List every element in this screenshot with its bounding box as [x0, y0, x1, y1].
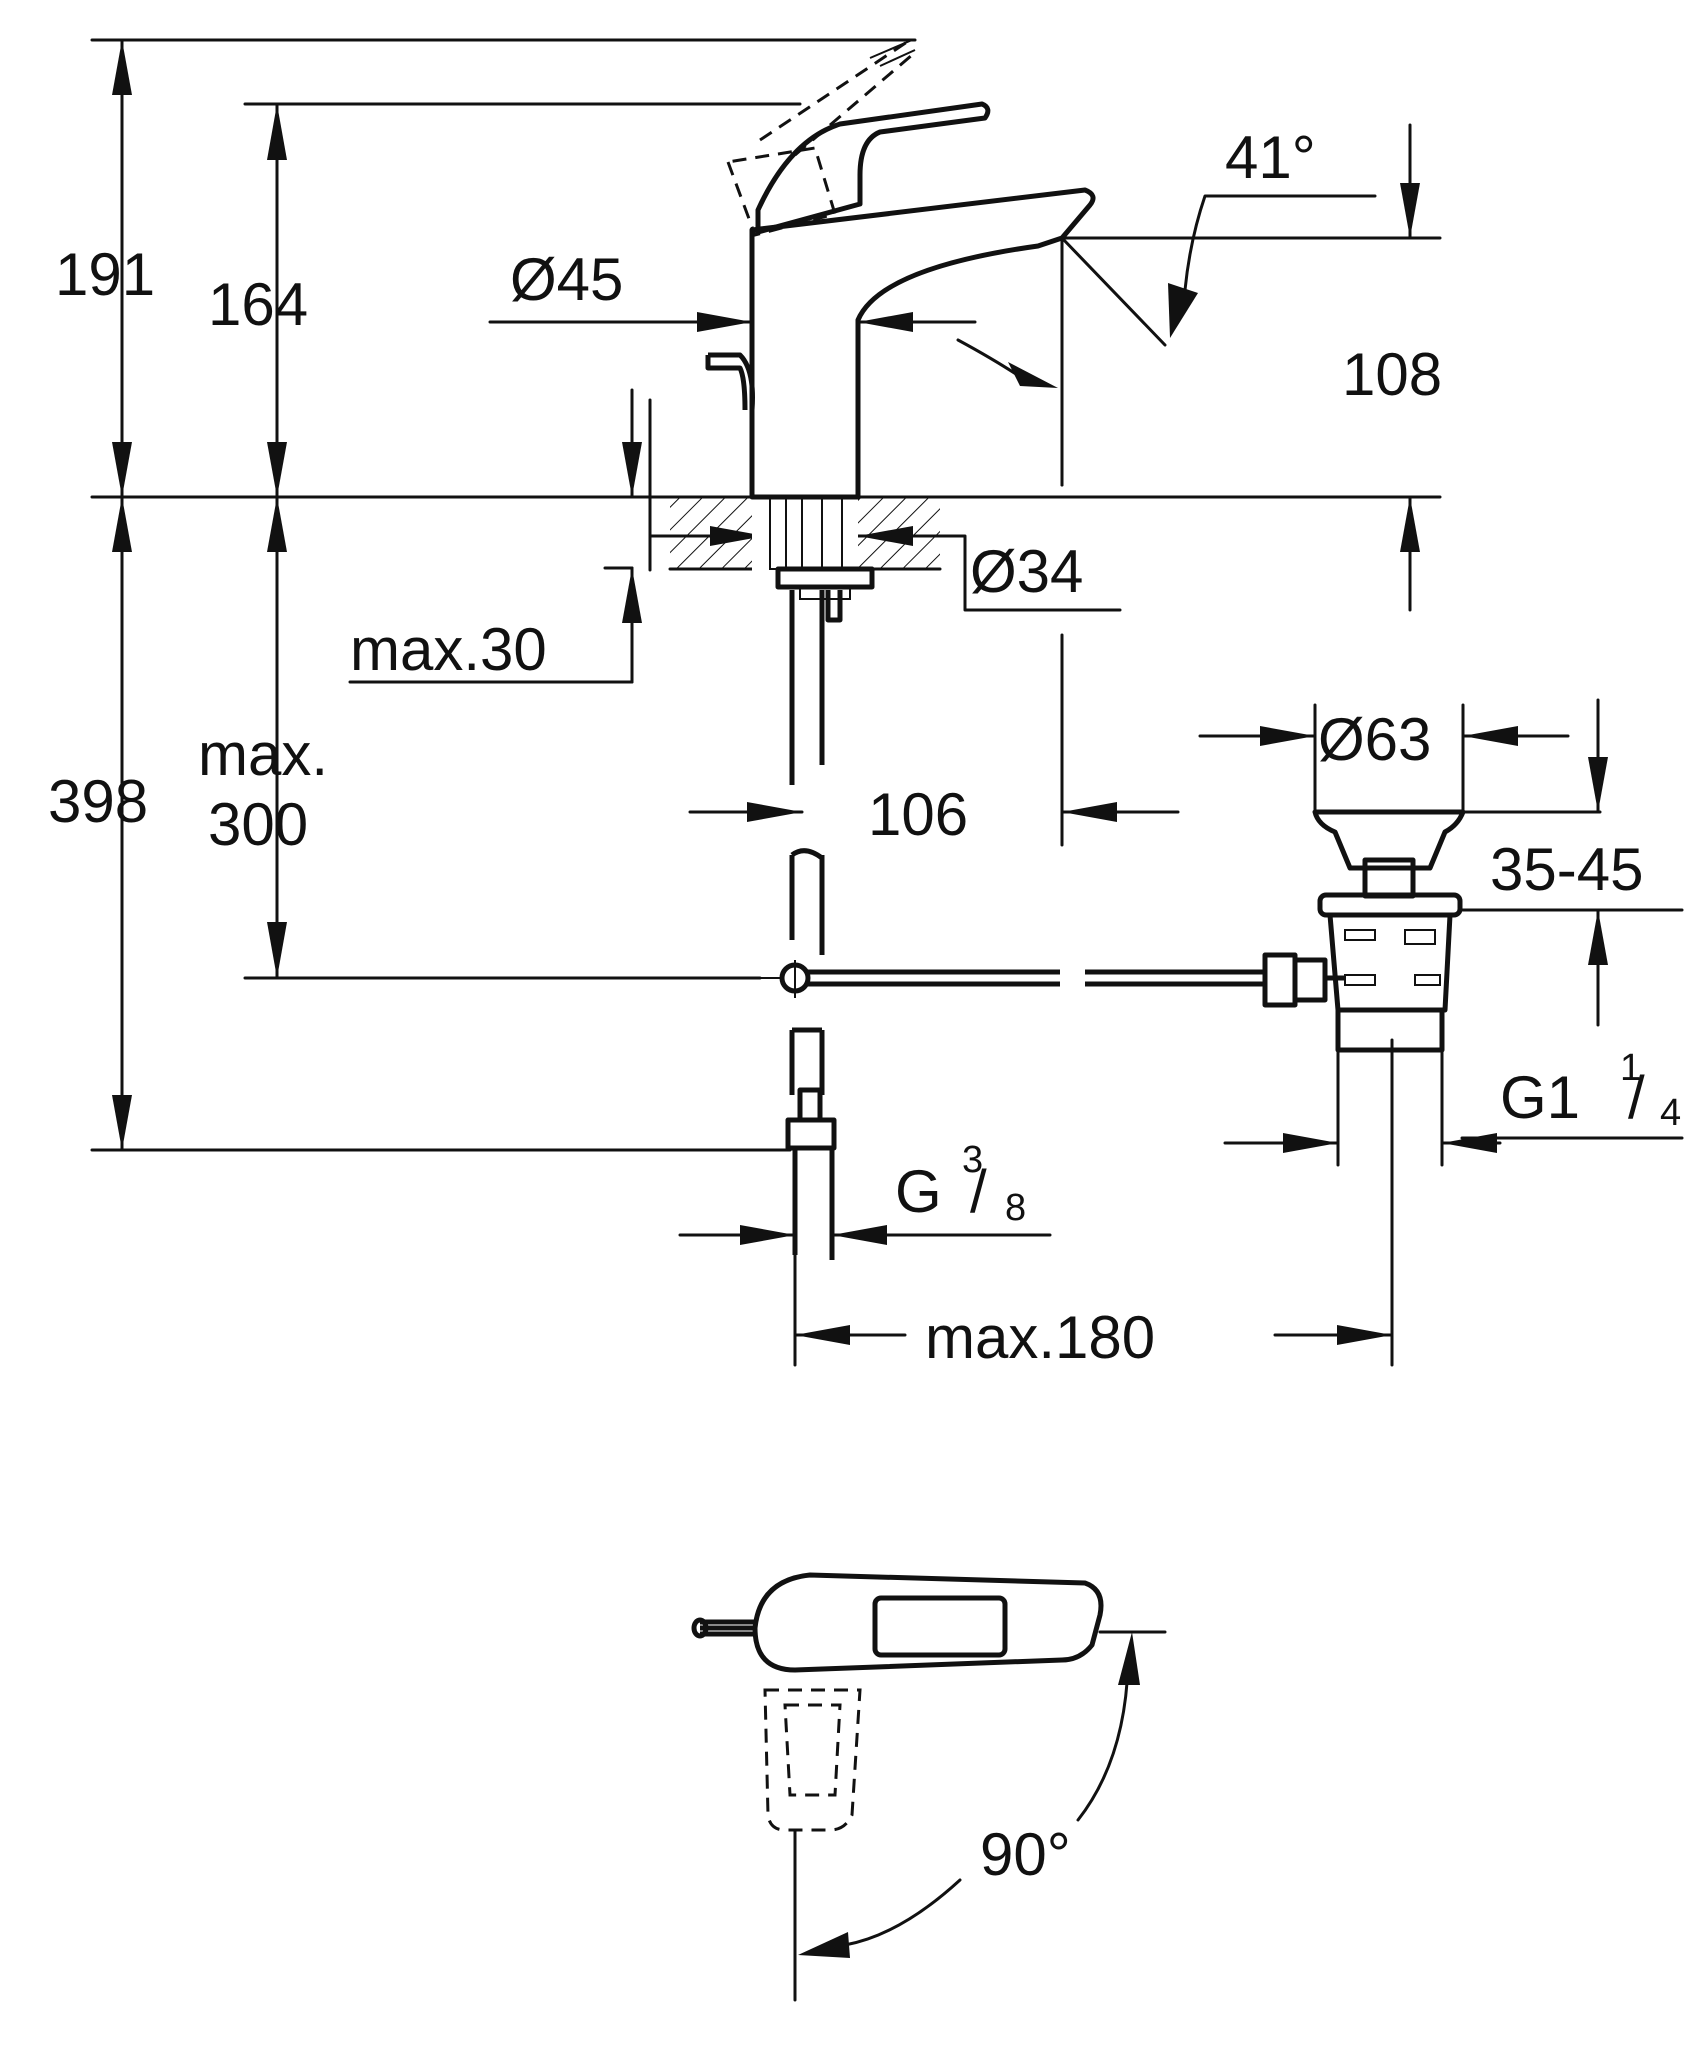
label-300: 300	[208, 791, 308, 858]
label-angle-90: 90°	[980, 1821, 1071, 1888]
label-max-30: max.30	[350, 616, 547, 683]
label-g-slash: /	[970, 1158, 987, 1225]
label-max: max.	[198, 721, 328, 788]
label-398: 398	[48, 768, 148, 835]
label-164: 164	[208, 271, 308, 338]
deck-section	[668, 492, 942, 576]
label-diameter-45: Ø45	[510, 246, 623, 313]
top-view-lever	[691, 1572, 1167, 2002]
label-g-den: 8	[1005, 1187, 1026, 1229]
label-g1-slash: /	[1628, 1064, 1645, 1131]
label-diameter-34: Ø34	[970, 538, 1083, 605]
label-108: 108	[1342, 341, 1442, 408]
label-diameter-63: Ø63	[1318, 706, 1431, 773]
label-g1-main: G1	[1500, 1064, 1580, 1131]
label-191: 191	[55, 241, 155, 308]
waste-assembly	[1262, 809, 1466, 1053]
angle-41-annotation	[956, 194, 1377, 487]
label-g1-num: 1	[1620, 1047, 1641, 1089]
supply-shank	[756, 496, 1265, 1260]
label-35-45: 35-45	[1490, 836, 1643, 903]
dimension-labels: 191 164 Ø45 41° 108 Ø34 max.30 398 max. …	[48, 124, 1681, 1888]
label-max-180: max.180	[925, 1304, 1155, 1371]
label-g1-den: 4	[1660, 1092, 1681, 1134]
extension-lines	[90, 38, 1684, 1367]
label-g-main: G	[895, 1158, 942, 1225]
mixer-body	[705, 38, 1096, 500]
label-angle-41: 41°	[1225, 124, 1316, 191]
label-106: 106	[868, 781, 968, 848]
label-g-num: 3	[962, 1139, 983, 1181]
